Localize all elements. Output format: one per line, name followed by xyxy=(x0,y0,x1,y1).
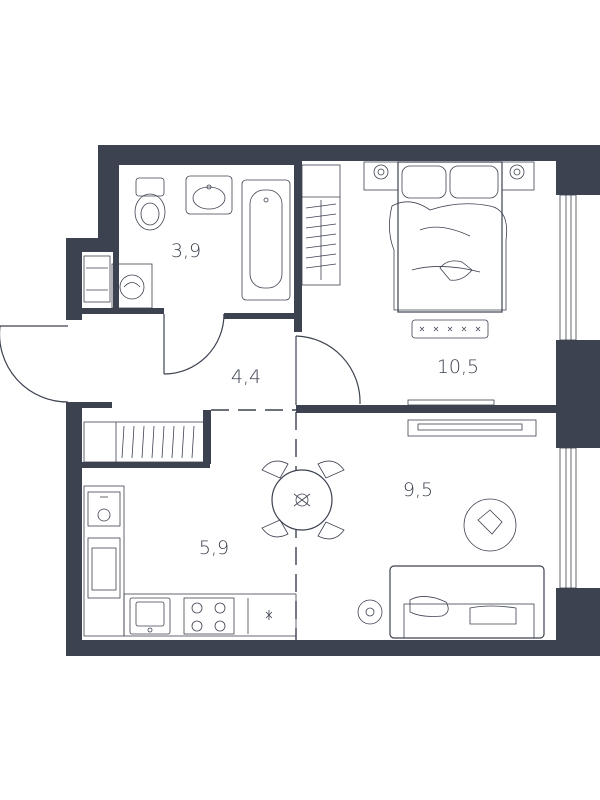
walls xyxy=(66,145,600,656)
bathroom-fixtures xyxy=(83,175,291,309)
area-label-living: 9,5 xyxy=(403,479,433,501)
windows xyxy=(559,194,577,589)
kitchen-furniture xyxy=(83,485,297,637)
living-furniture xyxy=(261,460,545,639)
bedroom-furniture xyxy=(363,161,537,437)
area-label-kitchen: 5,9 xyxy=(199,537,229,559)
area-label-bathroom: 3,9 xyxy=(171,240,201,262)
wardrobes xyxy=(83,164,341,463)
area-label-hallway: 4,4 xyxy=(231,366,261,388)
area-label-bedroom: 10,5 xyxy=(437,356,479,378)
room-labels: 3,9 4,4 5,9 10,5 9,5 xyxy=(171,240,479,559)
